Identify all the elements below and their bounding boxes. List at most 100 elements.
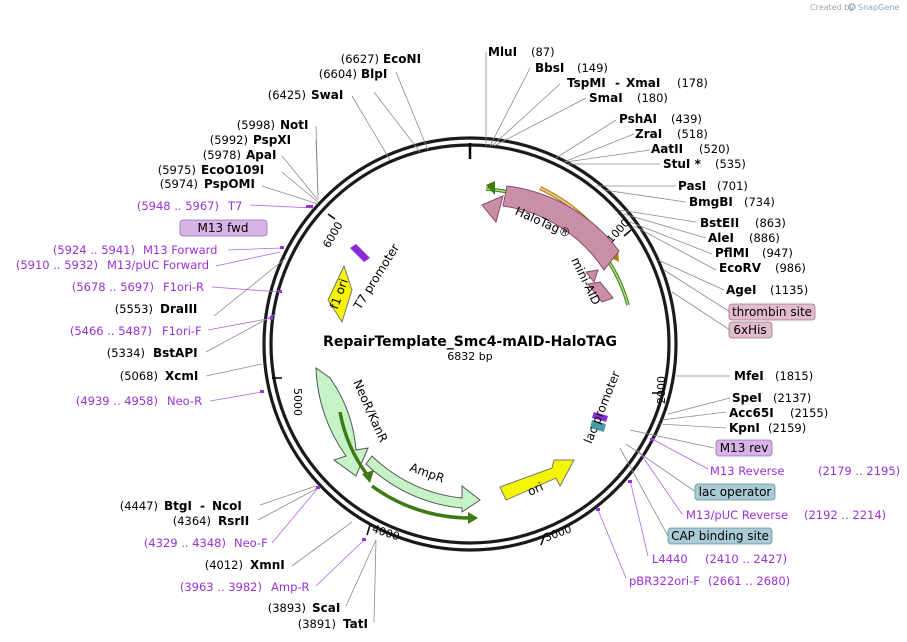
enzyme-name[interactable]: DraIII <box>160 302 197 316</box>
enzyme-leaders <box>205 52 731 623</box>
enzyme-pos: (947) <box>762 246 793 260</box>
enzyme-name[interactable]: SwaI <box>311 88 343 102</box>
primer-name[interactable]: L4440 <box>652 552 688 566</box>
enzyme-pos: (4364) <box>173 514 211 528</box>
enzyme-name[interactable]: XcmI <box>165 369 198 383</box>
enzyme-name[interactable]: EcoNI <box>383 52 421 66</box>
enzyme-name[interactable]: AleI <box>708 231 734 245</box>
enzyme-pos: (180) <box>637 91 668 105</box>
feature-label-ampr: AmpR <box>408 460 446 485</box>
enzyme-name[interactable]: SmaI <box>589 91 623 105</box>
primer-range: (3963 .. 3982) <box>180 580 262 594</box>
enzyme-name[interactable]: BbsI <box>535 61 564 75</box>
enzyme-name[interactable]: BmgBI <box>689 195 733 209</box>
enzyme-name[interactable]: PflMI <box>715 246 749 260</box>
feature-lac-promoter[interactable] <box>592 412 608 422</box>
enzyme-name[interactable]: PshAI <box>619 112 657 126</box>
feature-mini-aid-head <box>585 269 599 284</box>
primer-name[interactable]: M13/pUC Forward <box>107 258 209 272</box>
enzyme-name[interactable]: AatII <box>651 142 683 156</box>
feature-label-ori: ori <box>525 480 545 499</box>
feature-label-mini-aid: mini-AID <box>568 255 603 307</box>
enzyme-name[interactable]: ZraI <box>635 127 662 141</box>
primer-name[interactable]: T7 <box>227 199 242 213</box>
enzyme-pos: (5974) <box>160 177 198 191</box>
enzyme-pos: (5334) <box>107 346 145 360</box>
enzyme-name[interactable]: XmaI <box>626 76 660 90</box>
primer-marks <box>260 205 654 541</box>
watermark-brand: SnapGene <box>858 3 899 12</box>
primer-name[interactable]: F1ori-F <box>162 324 202 338</box>
feature-ampr[interactable] <box>365 455 481 513</box>
enzymes-left: (6627) EcoNI (6604) BlpI (6425) SwaI (59… <box>107 52 421 631</box>
box-label: lac operator <box>699 485 772 499</box>
primer-name[interactable]: M13 Reverse <box>710 464 784 478</box>
box-lac-operator[interactable] <box>694 483 776 501</box>
feature-halotag[interactable] <box>502 185 620 271</box>
enzyme-name[interactable]: TatI <box>343 617 368 631</box>
enzyme-name[interactable]: PspXI <box>253 133 291 147</box>
enzyme-name[interactable]: KpnI <box>729 421 760 435</box>
tick-label: 4000 <box>370 522 401 543</box>
box-m13-fwd[interactable] <box>179 219 268 237</box>
enzyme-pos: (5975) <box>158 163 196 177</box>
primer-range: (2179 .. 2195) <box>818 464 900 478</box>
enzyme-pos: (2155) <box>790 406 828 420</box>
primer-name[interactable]: F1ori-R <box>163 280 204 294</box>
enzyme-name[interactable]: EcoRV <box>719 261 762 275</box>
enzyme-pos: (5998) <box>237 118 275 132</box>
feature-f1-ori[interactable] <box>327 264 353 324</box>
enzyme-name[interactable]: BstAPI <box>153 346 198 360</box>
enzyme-name[interactable]: ApaI <box>246 148 276 162</box>
box-thrombin-site[interactable] <box>728 303 816 321</box>
primer-name[interactable]: M13/pUC Reverse <box>686 508 788 522</box>
enzyme-pos: (4012) <box>205 558 243 572</box>
primer-range: (2410 .. 2427) <box>705 552 787 566</box>
box-label: CAP binding site <box>671 529 769 543</box>
ampr-span-line <box>370 484 471 520</box>
tick-label: 6000 <box>320 220 345 251</box>
enzyme-name[interactable]: StuI * <box>663 157 702 171</box>
enzyme-name[interactable]: MfeI <box>734 369 764 383</box>
box-cap-binding-site[interactable] <box>667 527 773 545</box>
box-m13-rev[interactable] <box>715 439 773 457</box>
primer-range: (2192 .. 2214) <box>804 508 886 522</box>
enzyme-name[interactable]: BtgI <box>164 499 192 513</box>
enzyme-pos: (5068) <box>120 369 158 383</box>
feature-ori[interactable] <box>499 459 575 501</box>
enzyme-name[interactable]: PspOMI <box>204 177 255 191</box>
primer-range: (4329 .. 4348) <box>144 536 226 550</box>
box-label: thrombin site <box>732 305 812 319</box>
enzyme-name[interactable]: NotI <box>280 118 309 132</box>
primer-name[interactable]: Amp-R <box>271 580 310 594</box>
watermark-prefix: Created by <box>810 3 854 12</box>
enzyme-name[interactable]: SpeI <box>732 391 762 405</box>
enzyme-name[interactable]: Acc65I <box>729 406 774 420</box>
feature-t7-promoter[interactable] <box>350 244 370 262</box>
primer-range: (2661 .. 2680) <box>708 574 790 588</box>
primer-name[interactable]: pBR322ori-F <box>629 574 700 588</box>
enzyme-name[interactable]: TspMI <box>567 76 606 90</box>
primer-name[interactable]: M13 Forward <box>143 243 217 257</box>
enzyme-name[interactable]: PasI <box>678 179 706 193</box>
feature-mini-aid[interactable] <box>587 281 614 303</box>
enzyme-name[interactable]: BstEII <box>700 216 739 230</box>
enzyme-pos: (1815) <box>775 369 813 383</box>
primer-leaders <box>207 204 709 587</box>
enzyme-pos: (2137) <box>773 391 811 405</box>
enzyme-pos: (3893) <box>268 601 306 615</box>
primer-name[interactable]: Neo-R <box>167 394 202 408</box>
enzyme-name[interactable]: ScaI <box>312 601 340 615</box>
primer-name[interactable]: Neo-F <box>234 536 268 550</box>
enzyme-name[interactable]: MluI <box>488 45 517 59</box>
enzyme-name[interactable]: NcoI <box>212 499 242 513</box>
box-6xhis[interactable] <box>728 321 773 339</box>
enzyme-name[interactable]: AgeI <box>726 283 756 297</box>
enzyme-name[interactable]: BlpI <box>361 67 387 81</box>
tick-label: 5000 <box>291 388 304 416</box>
enzyme-name[interactable]: XmnI <box>250 558 285 572</box>
feature-boxes: M13 fwd thrombin site 6xHis M13 rev lac … <box>179 219 816 545</box>
enzyme-name[interactable]: RsrII <box>218 514 249 528</box>
enzyme-name[interactable]: EcoO109I <box>201 163 264 177</box>
box-label: 6xHis <box>733 323 766 337</box>
